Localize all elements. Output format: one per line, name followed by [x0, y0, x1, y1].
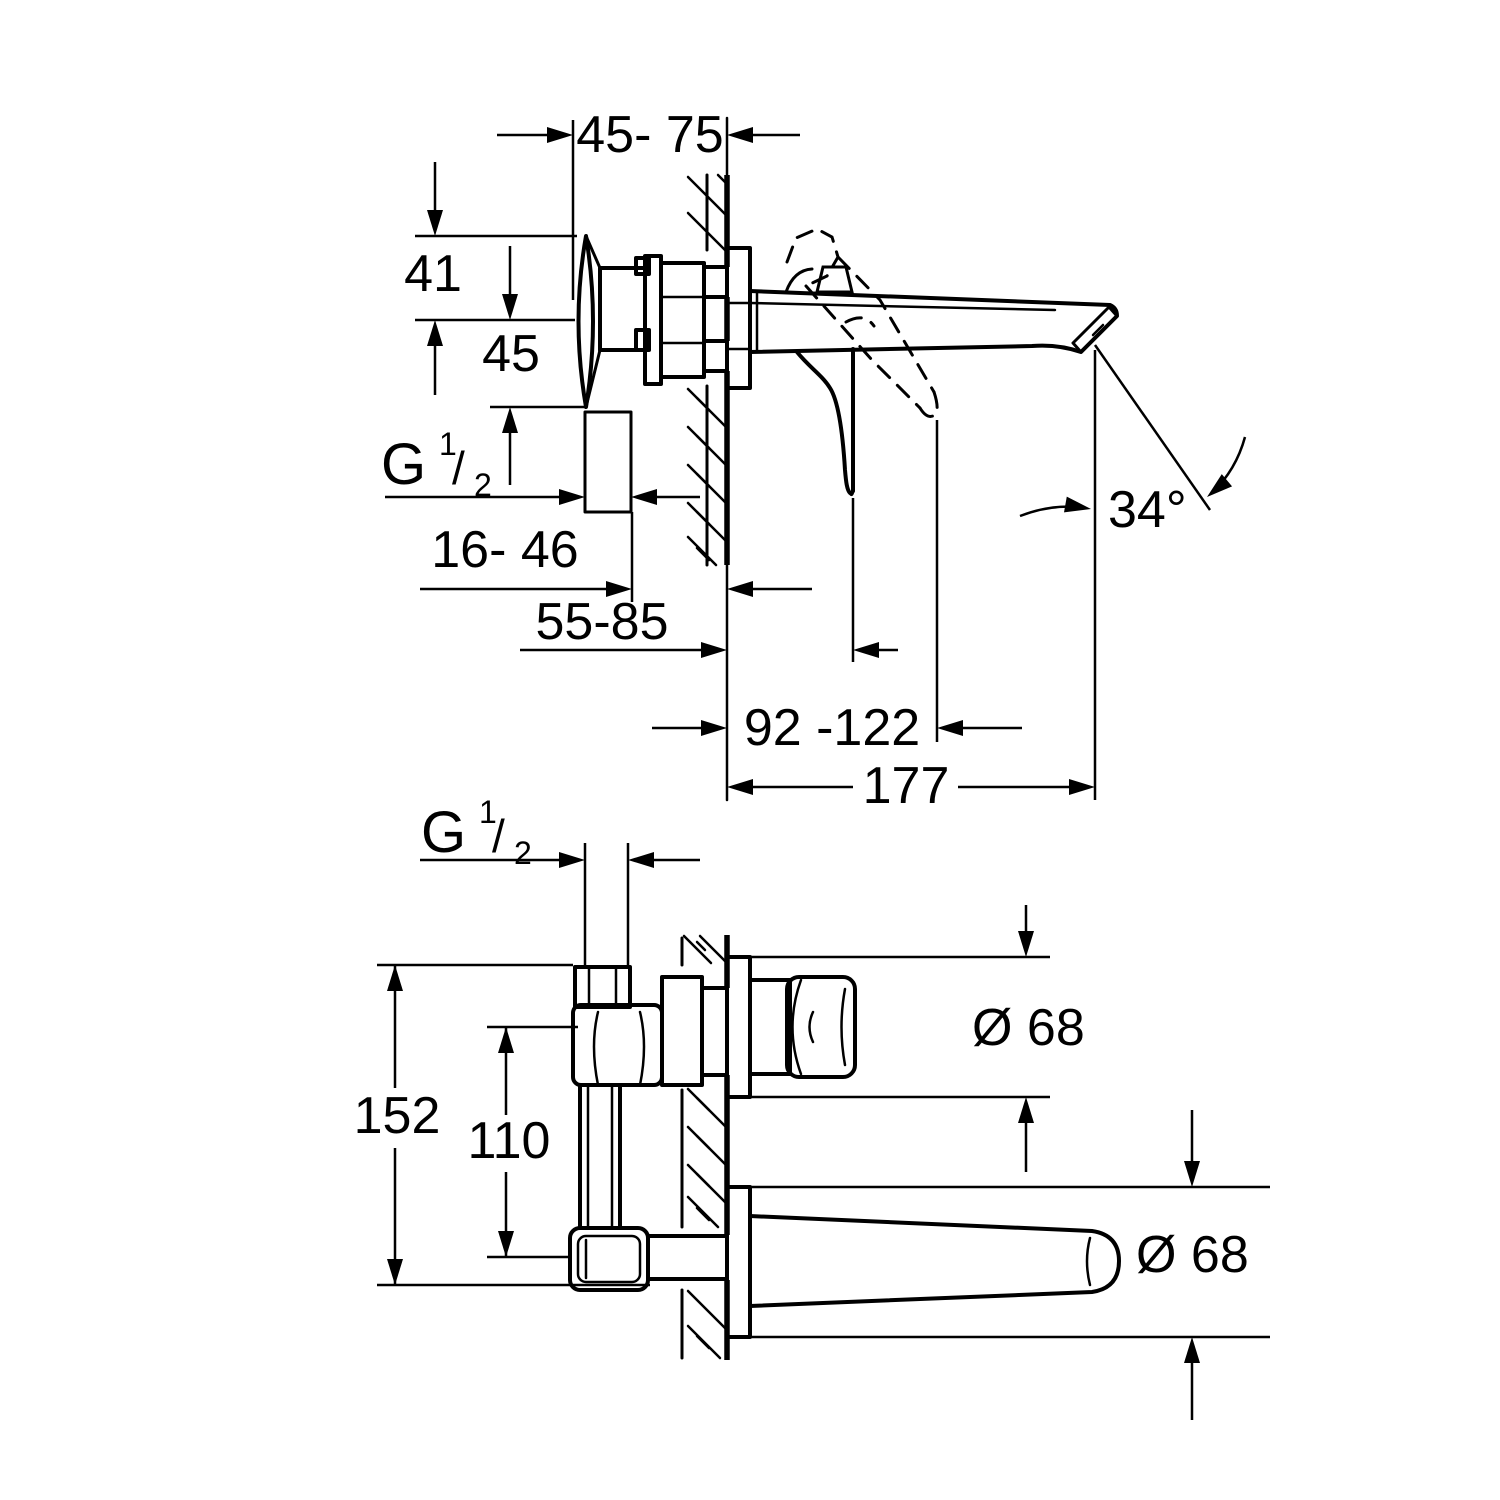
valve-spine [578, 1083, 622, 1230]
handle-knob [785, 975, 857, 1079]
dim-thread-top-view: G 1 / 2 [381, 426, 700, 505]
dim-escutcheon-handle: Ø 68 [750, 905, 1085, 1172]
dim-plaster-depth: 45- 75 [497, 106, 800, 164]
handle-assembly-plan [725, 955, 857, 1099]
dim-label-spout-projection: 177 [863, 757, 950, 815]
dim-thread-plan: G 1 / 2 [420, 794, 700, 967]
dim-label-spout-angle: 34° [1108, 481, 1187, 539]
dim-outlet-to-wall: 16- 46 [420, 521, 812, 597]
bottom-view-plan: G 1 / 2 Ø 68 Ø 68 152 [354, 794, 1270, 1420]
dim-label-below-axis: 45 [482, 325, 540, 383]
valve-body-plan [568, 965, 729, 1292]
extension-lines-top-view [571, 120, 1097, 800]
dim-label-lever-open: 92 -122 [744, 699, 920, 757]
lever-closed [795, 347, 855, 497]
dim-label-above-axis: 41 [404, 245, 462, 303]
dim-lever-closed-projection: 55-85 [520, 593, 898, 658]
dim-label-plaster-depth: 45- 75 [576, 106, 723, 164]
escutcheon-spout [725, 1185, 752, 1339]
lever-open-dashed [785, 227, 939, 418]
dim-label-overall-height: 152 [354, 1087, 441, 1145]
concealed-valve-body [576, 234, 729, 514]
thread-plan-label-den: 2 [514, 835, 532, 871]
escutcheon-plate-side [725, 246, 752, 390]
top-view-side-section: 45- 75 41 45 G 1 / 2 16- 4 [381, 106, 1247, 815]
dim-overall-height: 152 [354, 963, 650, 1287]
dim-handle-heights: 41 45 [404, 162, 585, 485]
spout-side [748, 289, 1119, 354]
thread-label-g: G [381, 432, 426, 497]
escutcheon-handle [725, 955, 752, 1099]
dim-label-escutcheon-handle: Ø 68 [972, 999, 1085, 1057]
dim-spout-projection: 177 [727, 757, 1095, 815]
thread-port-block [573, 965, 632, 1009]
thread-label-slash: / [452, 442, 465, 494]
wall-section [686, 116, 730, 802]
thread-plan-label-slash: / [492, 810, 505, 862]
thread-plan-label-num: 1 [479, 794, 497, 830]
dim-label-escutcheon-spout: Ø 68 [1136, 1226, 1249, 1284]
dim-label-outlet-to-wall: 16- 46 [431, 521, 578, 579]
dim-label-lever-closed: 55-85 [536, 593, 669, 651]
dim-lever-open-projection: 92 -122 [652, 699, 1022, 757]
wall-hatch-plan [682, 934, 729, 1360]
wall-section-plan [680, 934, 730, 1360]
lower-elbow [568, 1226, 650, 1292]
dim-spout-angle: 34° [1019, 344, 1247, 539]
wall-hatch [686, 173, 729, 567]
dim-escutcheon-spout: Ø 68 [750, 1110, 1270, 1420]
aerator [1071, 305, 1119, 354]
thread-plan-label-g: G [421, 800, 466, 865]
spout-assembly-plan [725, 1185, 1121, 1339]
cartridge-cylinder [598, 266, 647, 352]
thread-label-den: 2 [474, 467, 492, 503]
lower-supply-pipe [702, 339, 729, 373]
dim-port-distance: 110 [468, 1025, 578, 1259]
thread-label-num: 1 [439, 426, 457, 462]
cartridge-dome [784, 265, 854, 294]
dim-label-port-distance: 110 [468, 1112, 551, 1170]
upper-supply-pipe [702, 265, 729, 299]
thread-stub [583, 410, 633, 514]
